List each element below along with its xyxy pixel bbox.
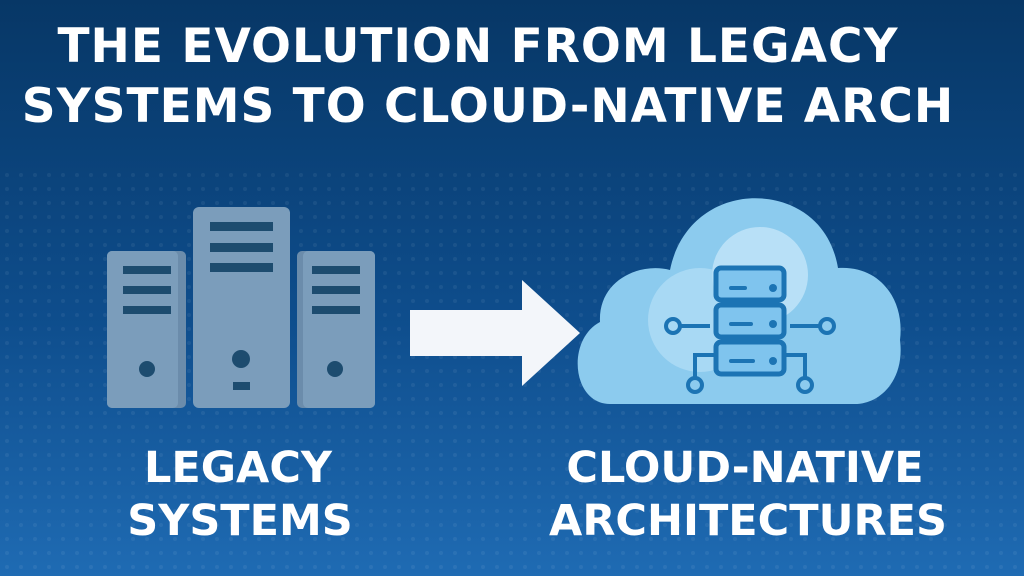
legacy-label-line-2: SYSTEMS bbox=[127, 496, 353, 546]
cloud-native-label-line-2: ARCHITECTURES bbox=[549, 496, 947, 546]
title-line-2: SYSTEMS TO CLOUD-NATIVE ARCH bbox=[22, 79, 954, 134]
server-left bbox=[107, 251, 186, 408]
cloud-server-network-icon bbox=[577, 198, 901, 404]
cloud-native-label-line-1: CLOUD-NATIVE bbox=[566, 443, 923, 493]
legacy-label-line-1: LEGACY bbox=[144, 443, 333, 493]
server-stack-icon bbox=[713, 265, 787, 377]
server-towers-icon bbox=[107, 207, 375, 408]
title-line-1: THE EVOLUTION FROM LEGACY bbox=[57, 19, 898, 74]
server-right bbox=[297, 251, 375, 408]
arrow-right-icon bbox=[410, 280, 580, 386]
server-middle bbox=[193, 207, 290, 408]
